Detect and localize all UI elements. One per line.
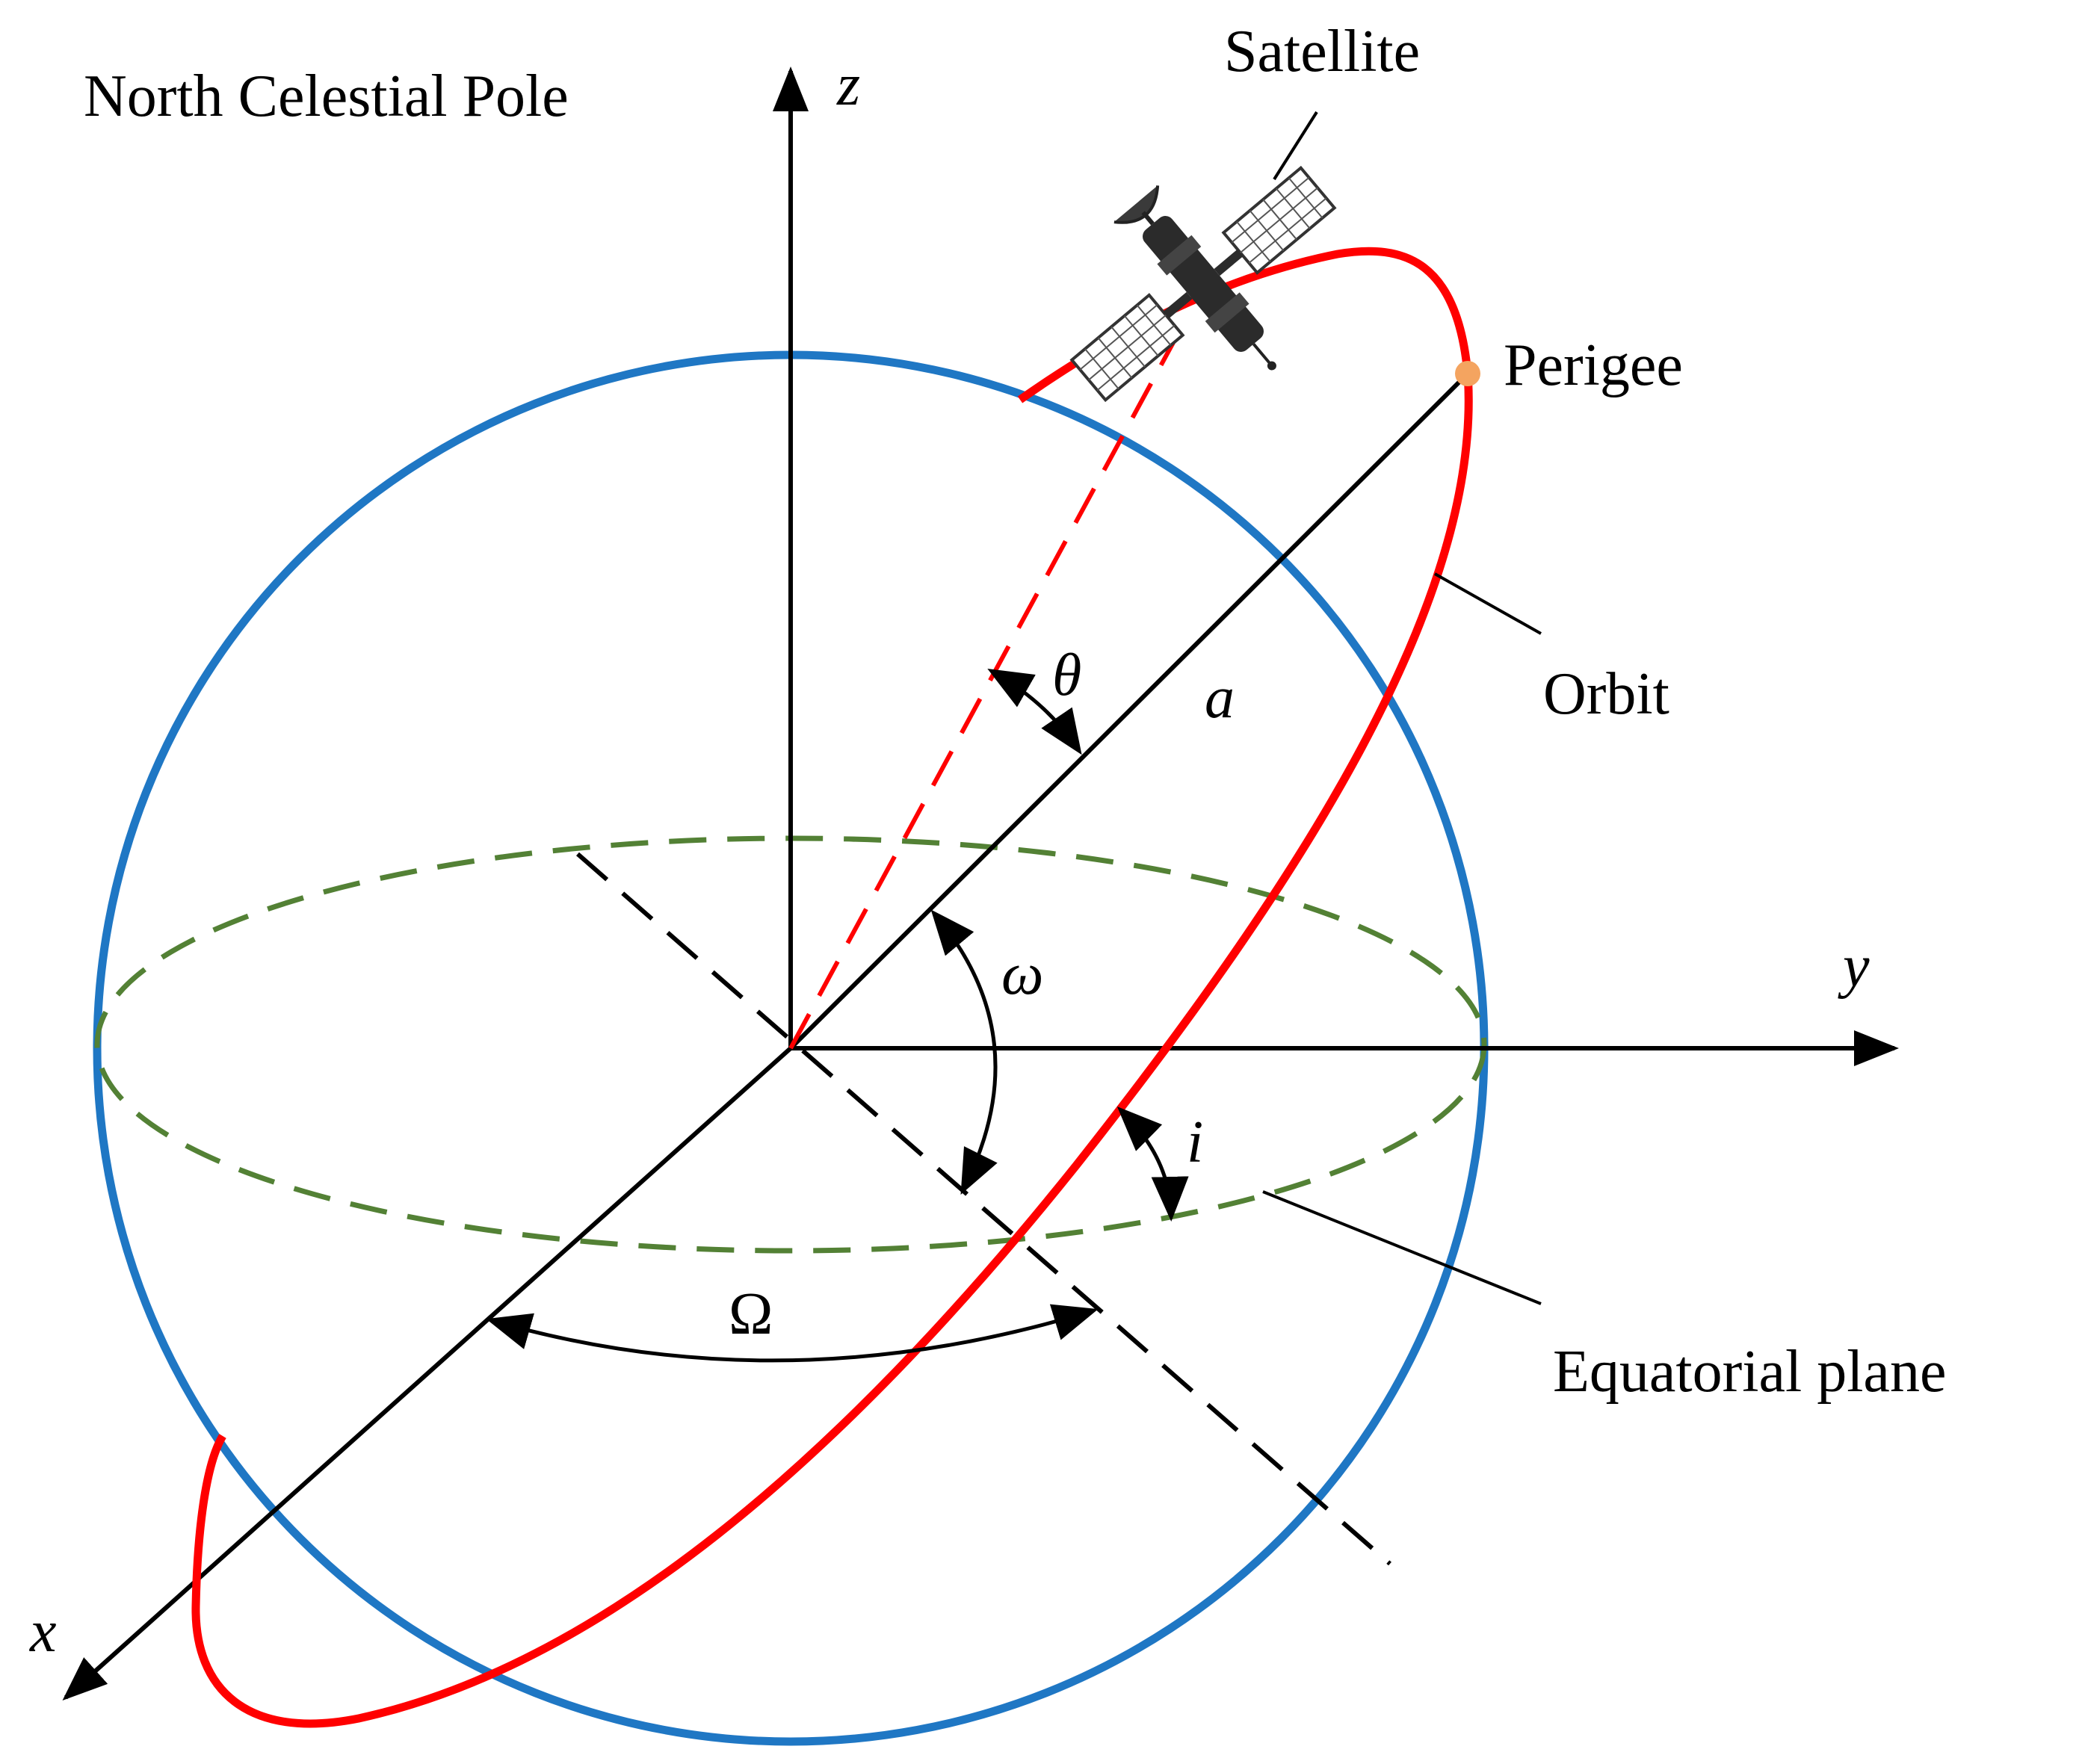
orbit-path: [191, 247, 1473, 1728]
satellite-label: Satellite: [1224, 19, 1420, 84]
omega-angle-arc: [930, 909, 998, 1195]
x-axis-label: x: [29, 1599, 57, 1665]
perigee-dot: [1455, 361, 1480, 386]
inclination-label: i: [1187, 1110, 1203, 1175]
equator-leader-line: [1262, 1190, 1542, 1305]
north-pole-label: North Celestial Pole: [84, 64, 569, 129]
y-axis-label: y: [1838, 934, 1870, 1000]
raan-angle-arc: [486, 1304, 1099, 1363]
a-label: a: [1205, 665, 1235, 731]
satellite-icon: [1069, 165, 1337, 403]
orbit-label: Orbit: [1543, 661, 1669, 727]
equatorial-plane-label: Equatorial plane: [1553, 1339, 1946, 1405]
satellite-leader-line: [1273, 111, 1318, 181]
theta-angle-arc: [987, 669, 1082, 755]
x-axis: [62, 1046, 793, 1701]
omega-label: ω: [1001, 941, 1043, 1007]
line-of-nodes: [576, 852, 1391, 1566]
z-axis-label: z: [836, 52, 860, 118]
satellite-radius-line: [788, 327, 1183, 1050]
theta-label: θ: [1052, 643, 1081, 708]
inclination-angle-arc: [1116, 1106, 1189, 1222]
apsidal-line: [788, 371, 1470, 1050]
raan-label: Ω: [729, 1281, 773, 1347]
perigee-label: Perigee: [1504, 332, 1683, 398]
orbit-leader-line: [1434, 572, 1542, 635]
